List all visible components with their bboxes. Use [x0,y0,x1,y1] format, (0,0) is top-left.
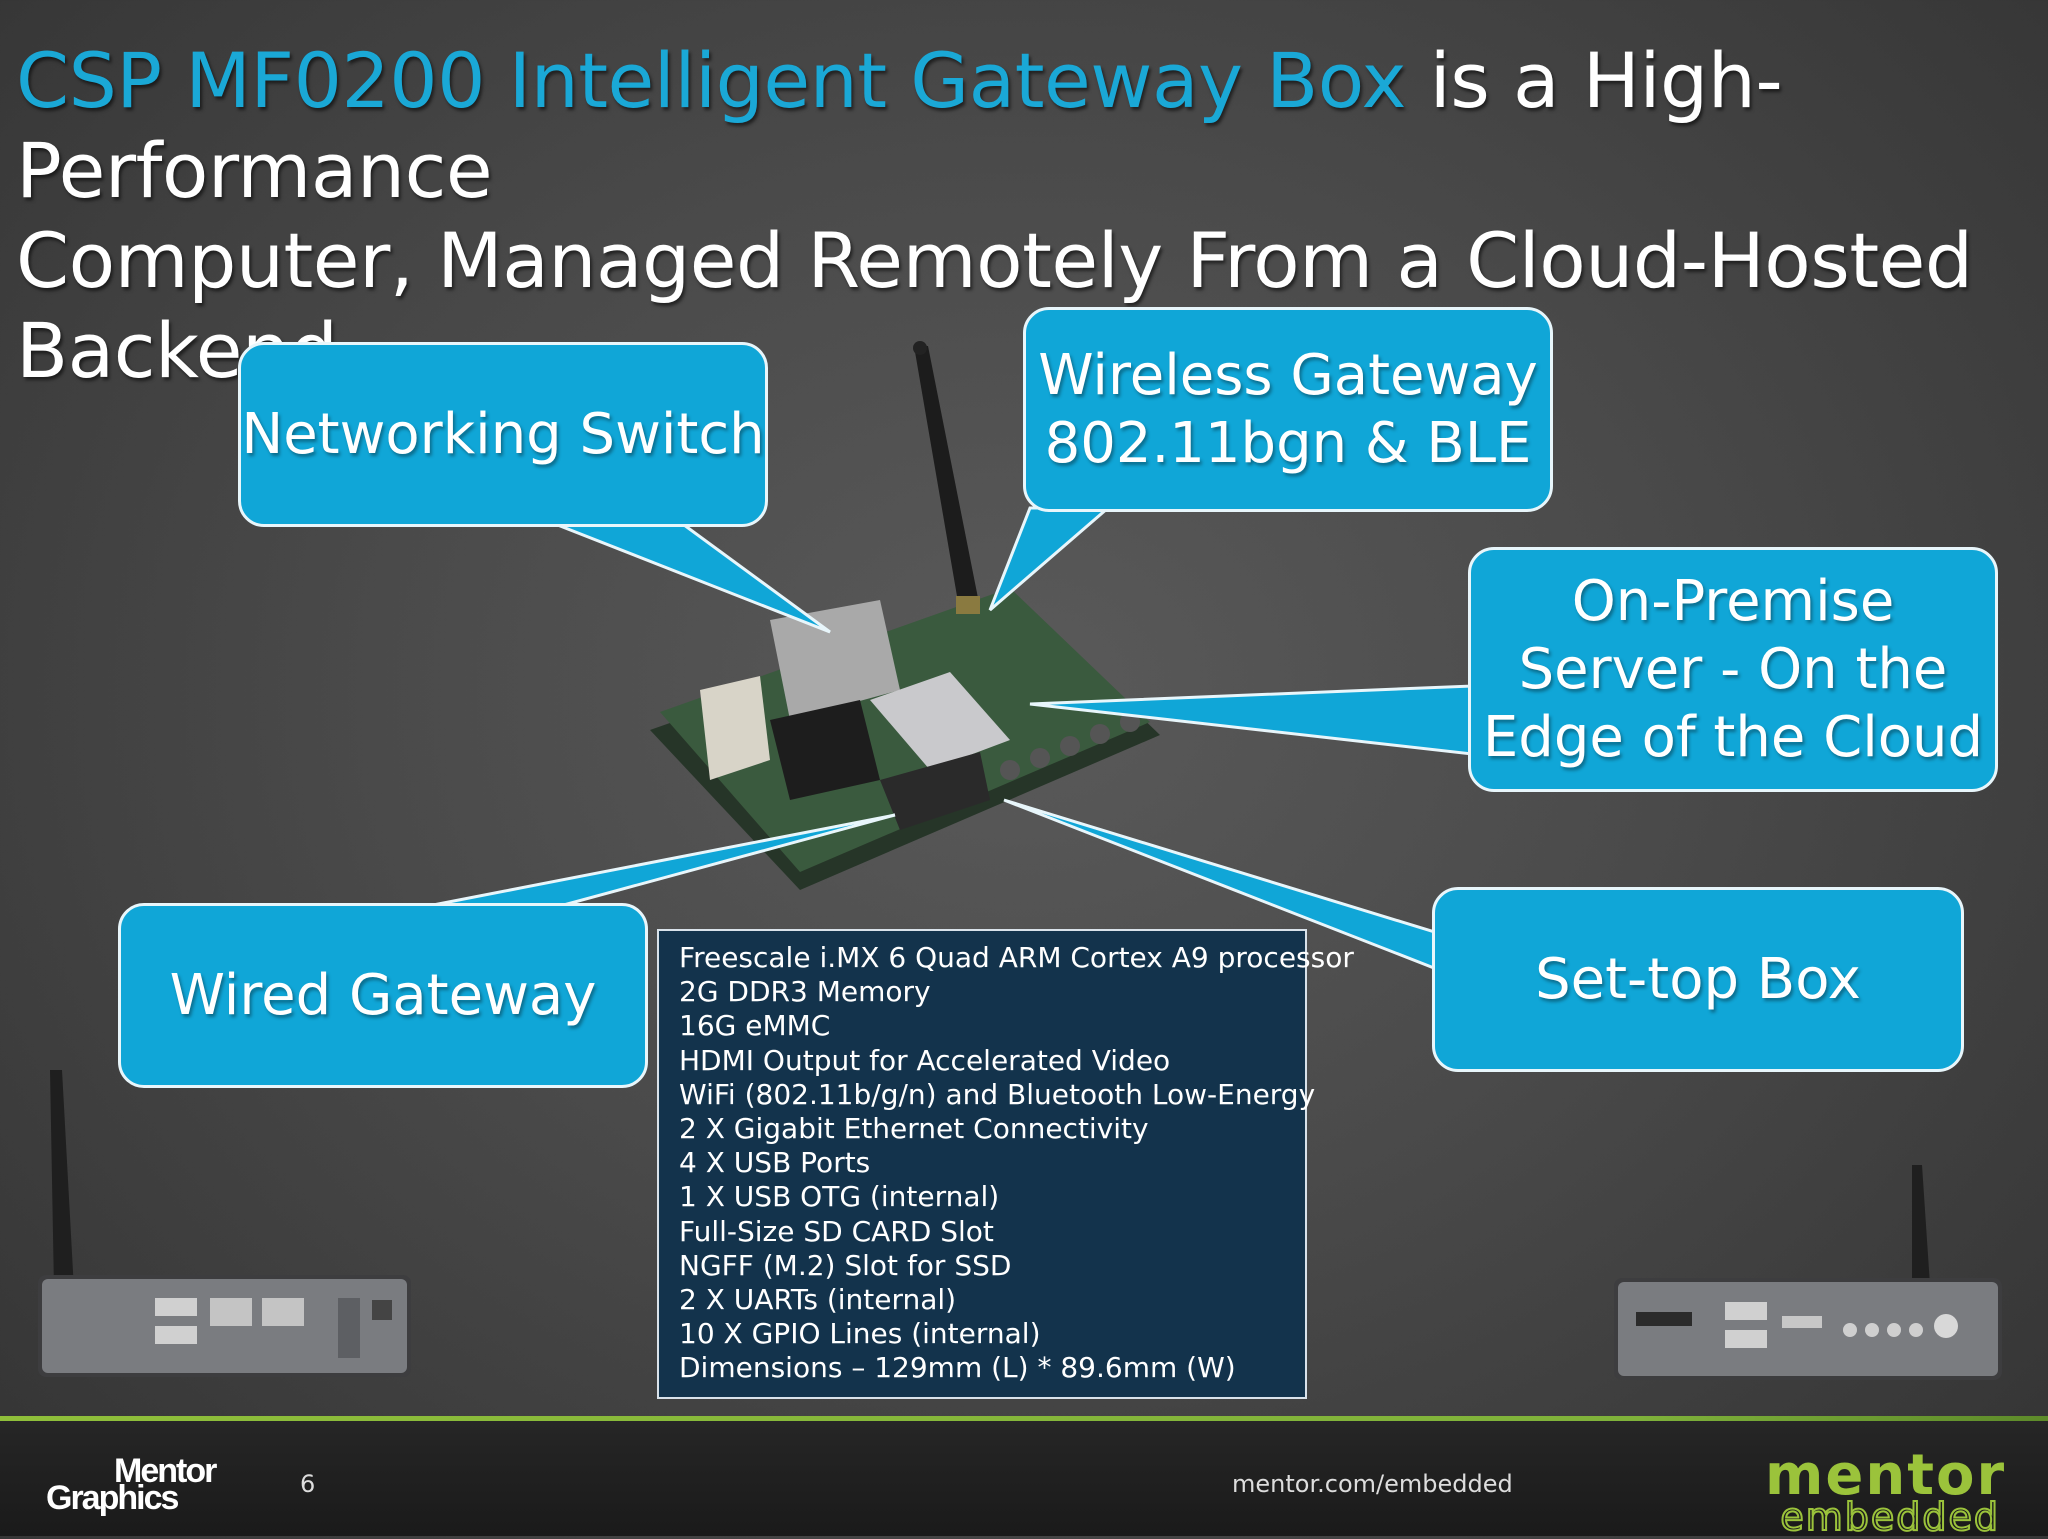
spec-item: 16G eMMC [679,1009,831,1043]
spec-item: Freescale i.MX 6 Quad ARM Cortex A9 proc… [679,941,1354,974]
callout-set-top-box-text: Set-top Box [1535,946,1861,1012]
callout-on-premise-server: On-Premise Server - On the Edge of the C… [1468,547,1998,792]
circuit-board-image [650,588,1160,890]
spec-item: NGFF (M.2) Slot for SSD [679,1248,1012,1282]
title-line2: Computer, Managed Remotely From a Cloud-… [16,216,1973,395]
callout-networking-switch-text: Networking Switch [241,401,765,467]
callout-on-premise-line2: Server - On the [1518,636,1948,702]
right-settop-device [1614,1165,2002,1380]
callout-wired-gateway: Wired Gateway [118,903,648,1088]
mentor-embedded-logo: mentor embedded [1765,1443,2007,1539]
spec-item: 4 X USB Ports [679,1146,871,1180]
board-antenna [913,341,980,614]
callout-wireless-gateway-line1: Wireless Gateway [1038,342,1538,408]
spec-list-box: Freescale i.MX 6 Quad ARM Cortex A9 proc… [657,929,1354,1399]
logo-right-line1: mentor [1765,1443,2007,1508]
callout-wireless-gateway: Wireless Gateway 802.11bgn & BLE [1023,307,1553,512]
logo-left-line2: Graphics [46,1479,179,1517]
spec-item: 1 X USB OTG (internal) [679,1180,1000,1214]
spec-item: 2G DDR3 Memory [679,975,931,1009]
spec-item: Dimensions – 129mm (L) * 89.6mm (W) [679,1351,1236,1385]
callout-wired-gateway-text: Wired Gateway [169,962,597,1028]
tail-networking-switch [549,520,831,634]
callout-on-premise-line1: On-Premise [1571,568,1895,634]
callout-wireless-gateway-line2: 802.11bgn & BLE [1044,410,1532,476]
left-gateway-device [38,1070,411,1377]
tail-wireless-gateway [988,506,1113,612]
spec-item: Full-Size SD CARD Slot [679,1214,994,1248]
slide-title: CSP MF0200 Intelligent Gateway Box is a … [16,36,2036,396]
footer-url: mentor.com/embedded [1232,1470,1513,1498]
footer-accent-line [0,1416,2048,1421]
mentor-graphics-logo: Mentor Graphics [46,1452,217,1517]
callout-set-top-box: Set-top Box [1432,887,1964,1072]
title-highlight: CSP MF0200 Intelligent Gateway Box [16,36,1406,125]
logo-right-line2: embedded [1779,1495,2000,1539]
spec-item: HDMI Output for Accelerated Video [679,1043,1171,1077]
spec-item: 2 X Gigabit Ethernet Connectivity [679,1112,1149,1146]
page-number: 6 [300,1470,316,1498]
footer-bar [0,1421,2048,1536]
callout-networking-switch: Networking Switch [238,342,768,527]
spec-item: 2 X UARTs (internal) [679,1283,957,1317]
spec-item: 10 X GPIO Lines (internal) [679,1317,1041,1351]
logo-left-line1: Mentor [114,1452,217,1490]
title-line1-rest: is a High-Performance [16,36,1783,215]
spec-item: WiFi (802.11b/g/n) and Bluetooth Low-Ene… [679,1077,1316,1111]
callout-on-premise-line3: Edge of the Cloud [1482,704,1984,770]
